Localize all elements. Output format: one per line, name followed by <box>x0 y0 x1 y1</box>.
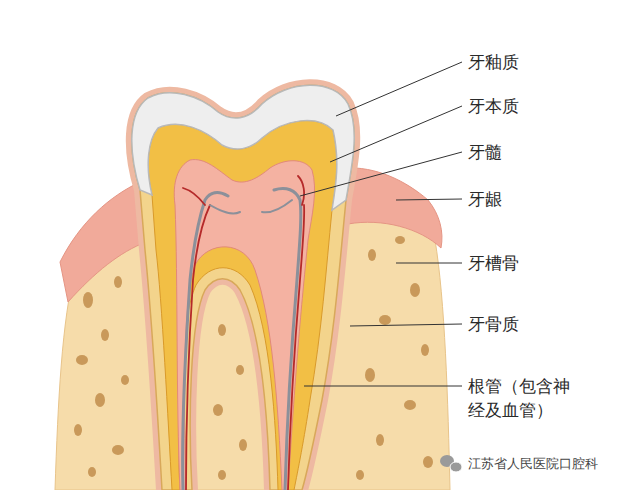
wechat-bubble <box>450 462 462 472</box>
part-label: 牙釉质 <box>468 50 519 74</box>
leader-line <box>304 386 462 387</box>
bone-pore <box>395 236 405 244</box>
bone-pore <box>83 292 93 308</box>
bone-pore <box>101 329 109 341</box>
leader-line <box>336 62 462 116</box>
bone-pore <box>239 439 247 451</box>
leader-line <box>350 324 462 326</box>
wechat-icon <box>440 455 462 472</box>
leader-lines <box>300 62 462 386</box>
nerve <box>274 188 301 490</box>
leader-line <box>330 106 462 162</box>
bone-pore <box>218 324 226 336</box>
bone-pore <box>95 393 105 407</box>
bone-pore <box>112 445 124 455</box>
part-label: 牙骨质 <box>468 312 519 336</box>
bone-pore <box>421 344 429 356</box>
leader-line <box>396 199 462 200</box>
part-label: 牙本质 <box>468 94 519 118</box>
pulp <box>174 160 314 490</box>
gum-left <box>60 182 146 302</box>
bone-pore <box>74 424 82 436</box>
bone-pore <box>379 315 391 325</box>
vessel <box>183 188 210 490</box>
bone-pore <box>236 365 244 375</box>
bone-pore <box>423 456 433 468</box>
part-label: 牙槽骨 <box>468 251 519 275</box>
vessel <box>288 176 304 490</box>
bone-pore <box>88 467 96 477</box>
bone-pore <box>365 368 375 382</box>
watermark: 江苏省人民医院口腔科 <box>468 455 598 473</box>
part-label: 牙龈 <box>468 187 502 211</box>
periodontal-ligament <box>132 85 354 490</box>
part-label: 根管（包含神经及血管） <box>468 374 573 422</box>
part-label: 牙髓 <box>468 140 502 164</box>
bone-pore <box>213 404 223 416</box>
leader-line <box>396 263 462 264</box>
bone-pore <box>218 470 226 480</box>
bone-pore <box>410 283 420 297</box>
bone-pore <box>114 276 122 288</box>
bone-pore <box>121 375 129 385</box>
bone-pore <box>368 249 376 261</box>
bone-pore <box>76 355 88 365</box>
nerves-and-vessels <box>183 176 305 490</box>
bone-pore <box>376 434 384 446</box>
leader-line <box>300 152 462 196</box>
bone-pore <box>356 470 364 480</box>
nerve-branch <box>210 200 292 214</box>
dentin <box>148 121 337 490</box>
bone-pore <box>404 400 416 410</box>
cementum <box>132 85 354 490</box>
